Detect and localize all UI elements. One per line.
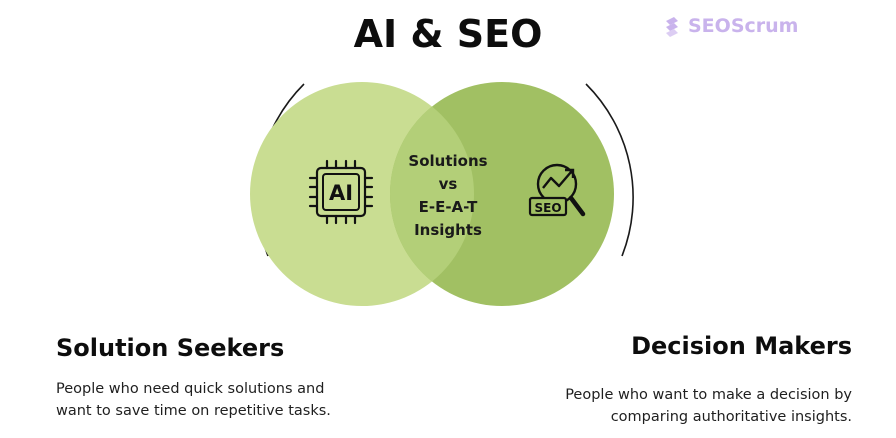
seo-growth-label: SEO <box>534 201 561 215</box>
ai-chip-icon: AI <box>308 159 374 225</box>
description-line: want to save time on repetitive tasks. <box>56 403 331 419</box>
overlap-line: E-E-A-T <box>418 198 478 216</box>
seo-growth-icon: SEO <box>528 163 586 217</box>
overlap-line: Insights <box>414 221 482 239</box>
description-line: People who need quick solutions and <box>56 381 325 397</box>
description-line: People who want to make a decision by <box>565 387 852 403</box>
overlap-line: vs <box>438 175 458 193</box>
brand-name: SEOScrum <box>688 15 799 37</box>
brand-logo: SEOScrum <box>660 14 798 38</box>
ai-chip-label: AI <box>329 181 353 205</box>
decision-makers-heading: Decision Makers <box>631 332 852 360</box>
overlap-label: Solutions vs E-E-A-T Insights <box>392 150 504 242</box>
solution-seekers-description: People who need quick solutions and want… <box>56 378 376 422</box>
description-line: comparing authoritative insights. <box>610 409 852 425</box>
solution-seekers-heading: Solution Seekers <box>56 334 285 362</box>
overlap-line: Solutions <box>408 152 488 170</box>
decision-makers-description: People who want to make a decision by co… <box>522 384 852 428</box>
seoscrum-logo-icon <box>666 17 678 37</box>
page-title: AI & SEO <box>353 12 543 56</box>
overlap-region <box>390 82 474 306</box>
right-bracket-arc <box>585 83 634 257</box>
